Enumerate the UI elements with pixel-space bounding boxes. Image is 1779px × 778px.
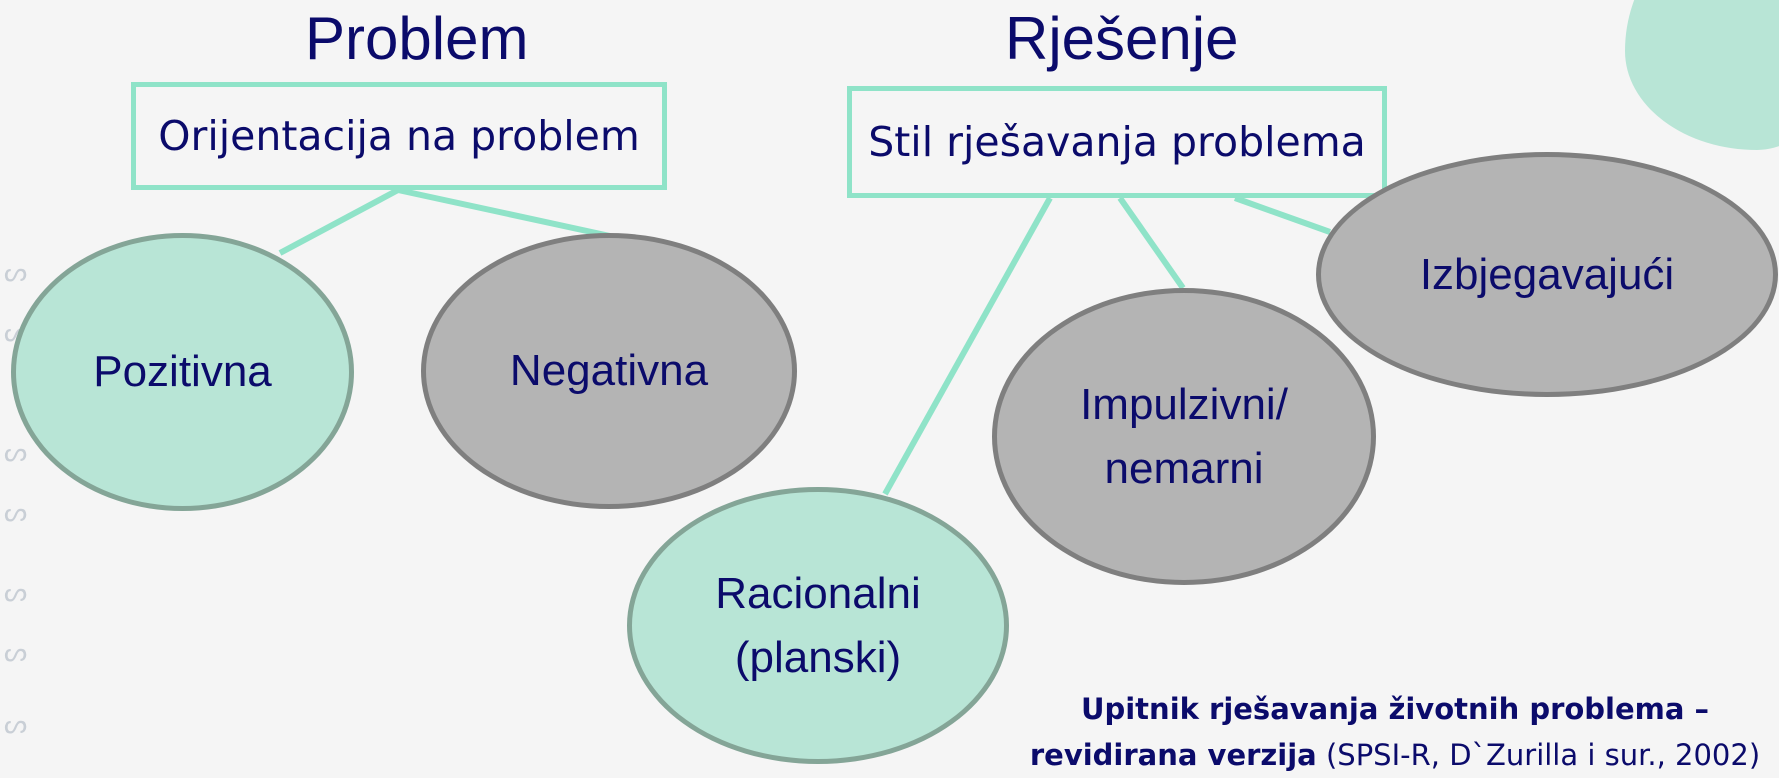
- node-pozitivna: Pozitivna: [11, 233, 354, 511]
- node-izbjegavajuci-label: Izbjegavajući: [1419, 249, 1675, 299]
- box-solution-label: Stil rješavanja problema: [868, 118, 1366, 166]
- decorative-squiggle-icon: ᔕ: [4, 258, 28, 288]
- node-pozitivna-label: Pozitivna: [93, 347, 272, 397]
- node-negativna-label: Negativna: [509, 346, 709, 396]
- heading-solution: Rješenje: [1005, 5, 1239, 72]
- decorative-squiggle-icon: ᔕ: [4, 578, 28, 608]
- footer-citation: Upitnik rješavanja životnih problema – r…: [1005, 686, 1779, 778]
- node-racionalni: Racionalni (planski): [627, 487, 1009, 764]
- connector-solution-impulzivni: [1117, 196, 1186, 290]
- connector-problem-pozitivna: [278, 187, 400, 256]
- footer-reference: (SPSI-R, D`Zurilla i sur., 2002): [1316, 738, 1761, 772]
- node-racionalni-label-1: Racionalni: [715, 568, 921, 618]
- decorative-squiggle-icon: ᔕ: [4, 638, 28, 668]
- connector-problem-negativna: [397, 187, 611, 239]
- footer-version: revidirana verzija: [1029, 738, 1317, 772]
- node-izbjegavajuci: Izbjegavajući: [1316, 152, 1778, 397]
- footer-title: Upitnik rješavanja životnih problema –: [1080, 692, 1710, 726]
- node-negativna: Negativna: [421, 233, 797, 509]
- connector-solution-racionalni: [882, 196, 1053, 496]
- decorative-squiggle-icon: ᔕ: [4, 498, 28, 528]
- heading-problem: Problem: [305, 5, 529, 72]
- connector-solution-izbjegavajuci: [1233, 195, 1332, 235]
- box-problem-orientation: Orijentacija na problem: [131, 82, 667, 190]
- box-problem-label: Orijentacija na problem: [158, 112, 640, 160]
- decorative-squiggle-icon: ᔕ: [4, 438, 28, 468]
- node-impulzivni-label-2: nemarni: [1104, 443, 1264, 493]
- node-impulzivni-label-1: Impulzivni/: [1080, 379, 1288, 429]
- node-impulzivni: Impulzivni/ nemarni: [992, 288, 1376, 585]
- decorative-squiggle-icon: ᔕ: [4, 710, 28, 740]
- node-racionalni-label-2: (planski): [734, 632, 902, 682]
- box-solution-style: Stil rješavanja problema: [847, 86, 1387, 198]
